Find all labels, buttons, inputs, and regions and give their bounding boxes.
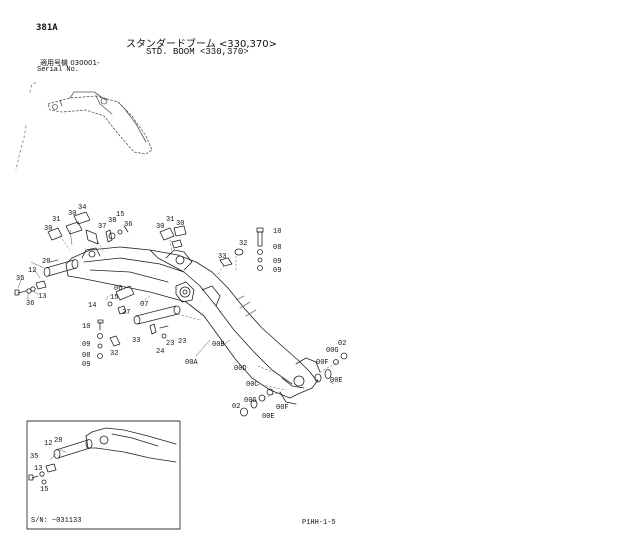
arm-end-parts xyxy=(240,352,348,417)
callout-00A: 00A xyxy=(185,359,198,367)
callout-00F: 00F xyxy=(276,404,289,412)
callout-02: 02 xyxy=(232,403,240,411)
callout-34: 34 xyxy=(78,204,86,212)
callout-38: 38 xyxy=(108,217,116,225)
callout-37: 37 xyxy=(98,223,106,231)
callout-31: 31 xyxy=(52,216,60,224)
callout-30: 30 xyxy=(156,223,164,231)
callout-09: 09 xyxy=(82,341,90,349)
inset-frame xyxy=(26,420,181,530)
callout-02: 02 xyxy=(338,340,346,348)
callout-36: 36 xyxy=(26,300,34,308)
weldment-leaders xyxy=(195,339,287,391)
inset-callout-28: 28 xyxy=(54,437,62,445)
inset-callout-35: 35 xyxy=(30,453,38,461)
callout-35: 35 xyxy=(16,275,24,283)
callout-27: 27 xyxy=(122,309,130,317)
callout-33: 33 xyxy=(132,337,140,345)
callout-00F: 00F xyxy=(316,359,329,367)
callout-08: 08 xyxy=(82,352,90,360)
title-japanese: スタンダードブーム <330,370> xyxy=(126,39,277,50)
inset-callout-15: 15 xyxy=(40,486,48,494)
callout-00C: 00C xyxy=(246,381,259,389)
page-footer-reference: P1HH-1-5 xyxy=(302,519,336,527)
callout-06: 06 xyxy=(114,285,122,293)
callout-labels: 34 30 31 30 37 38 15 36 30 31 30 10 08 0… xyxy=(16,204,346,494)
serial-label-japanese: 適用号機 030001- xyxy=(40,59,100,67)
callout-09: 09 xyxy=(273,267,281,275)
serial-label-english: Serial No. xyxy=(37,66,80,74)
callout-30: 30 xyxy=(68,210,76,218)
callout-33: 33 xyxy=(218,253,226,261)
callout-32: 32 xyxy=(239,240,247,248)
title-english: STD. BOOM <330,370> xyxy=(146,47,249,57)
callout-15: 15 xyxy=(116,211,124,219)
callout-10: 10 xyxy=(82,323,90,331)
callout-00G: 00G xyxy=(326,347,339,355)
callout-09: 09 xyxy=(82,361,90,369)
page-code: 381A xyxy=(36,23,58,33)
callout-14: 14 xyxy=(88,302,96,310)
callout-09: 09 xyxy=(273,258,281,266)
callout-00G: 00G xyxy=(244,397,257,405)
inset-callout-13: 13 xyxy=(34,465,42,473)
callout-07: 07 xyxy=(140,301,148,309)
callout-08: 08 xyxy=(273,244,281,252)
pad-group-left xyxy=(47,211,129,253)
callout-24: 24 xyxy=(156,348,164,356)
inset-boom-detail xyxy=(28,427,177,485)
callout-10: 10 xyxy=(273,228,281,236)
callout-15: 15 xyxy=(110,294,118,302)
grease-fittings-upper xyxy=(217,227,264,275)
callout-00B: 00B xyxy=(212,341,225,349)
inset-serial-note: S/N: ~031133 xyxy=(31,517,82,525)
inset-callout-12: 12 xyxy=(44,440,52,448)
callout-28: 28 xyxy=(42,258,50,266)
callout-31: 31 xyxy=(166,216,174,224)
callout-30: 30 xyxy=(44,225,52,233)
callout-36: 36 xyxy=(124,221,132,229)
callout-30: 30 xyxy=(176,220,184,228)
callout-00E: 00E xyxy=(330,377,343,385)
callout-23: 23 xyxy=(166,340,174,348)
callout-00E: 00E xyxy=(262,413,275,421)
callout-13: 13 xyxy=(38,293,46,301)
callout-00D: 00D xyxy=(234,365,247,373)
pad-group-right xyxy=(159,225,187,253)
callout-12: 12 xyxy=(28,267,36,275)
boom-body xyxy=(65,246,321,405)
cylinder-pin-assembly xyxy=(97,285,201,359)
foot-pin-assembly xyxy=(14,259,79,301)
callout-32: 32 xyxy=(110,350,118,358)
callout-23: 23 xyxy=(178,338,186,346)
overview-boom-sketch xyxy=(15,81,153,171)
